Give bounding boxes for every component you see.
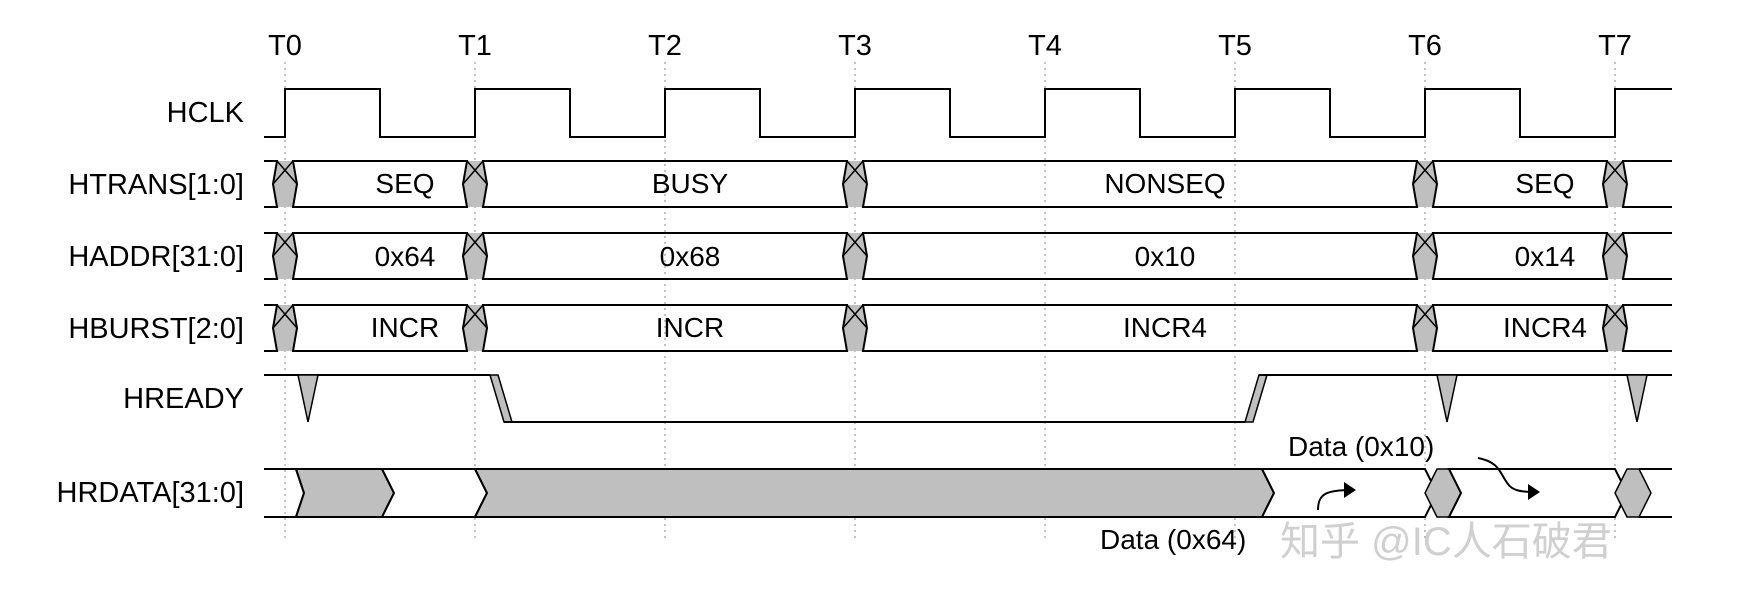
time-marker-t2: T2 <box>648 30 682 62</box>
htrans-transition-edge <box>462 160 484 208</box>
haddr-transition-edge <box>842 232 864 280</box>
htrans-transition <box>1603 161 1627 207</box>
time-marker-t3: T3 <box>838 30 872 62</box>
htrans-transition-edge <box>846 160 868 208</box>
haddr-transition-edge <box>1602 232 1624 280</box>
haddr-transition <box>1413 233 1437 279</box>
htrans-transition-edge <box>842 160 864 208</box>
haddr-transition <box>273 233 297 279</box>
htrans-transition-edge <box>1412 160 1434 208</box>
htrans-transition <box>273 161 297 207</box>
haddr-values: 0x64 0x68 0x10 0x14 <box>375 241 1576 272</box>
time-marker-t4: T4 <box>1028 30 1062 62</box>
watermark-text: 知乎 @IC人石破君 <box>1280 520 1612 564</box>
signal-label-hready: HREADY <box>123 383 244 415</box>
hburst-transition <box>1603 305 1627 351</box>
hburst-transition-edge <box>1412 304 1434 352</box>
hrdata-annotations: Data (0x10) Data (0x64) <box>1100 431 1540 555</box>
hburst-transition-edge <box>462 304 484 352</box>
bus-waveforms <box>264 160 1672 352</box>
hburst-values: INCR INCR INCR4 INCR4 <box>371 312 1587 343</box>
haddr-value: 0x10 <box>1135 241 1196 272</box>
time-marker-t7: T7 <box>1598 30 1632 62</box>
hburst-transition-edge <box>1602 304 1624 352</box>
haddr-transition-edge <box>846 232 868 280</box>
htrans-transition-edge <box>272 160 294 208</box>
arrow-0x64-head <box>1344 482 1356 498</box>
time-marker-t5: T5 <box>1218 30 1252 62</box>
haddr-transition-edge <box>1606 232 1628 280</box>
hburst-value: INCR4 <box>1503 312 1587 343</box>
arrow-0x10-path <box>1477 457 1535 493</box>
haddr-transition-edge <box>276 232 298 280</box>
arrow-0x10-head <box>1528 484 1540 500</box>
haddr-transition-edge <box>1416 232 1438 280</box>
haddr-transition <box>463 233 487 279</box>
htrans-transition <box>843 161 867 207</box>
hburst-transition-edge <box>1416 304 1438 352</box>
htrans-value: NONSEQ <box>1104 168 1225 199</box>
hburst-transition-edge <box>466 304 488 352</box>
time-marker-t0: T0 <box>268 30 302 62</box>
hburst-transition-edge <box>272 304 294 352</box>
htrans-transition-edge <box>1602 160 1624 208</box>
hburst-transition <box>1413 305 1437 351</box>
haddr-transition-edge <box>466 232 488 280</box>
signal-label-hclk: HCLK <box>167 97 245 129</box>
signal-label-hburst: HBURST[2:0] <box>68 313 244 345</box>
hburst-transition <box>463 305 487 351</box>
data-0x64-label: Data (0x64) <box>1100 524 1246 555</box>
haddr-value: 0x64 <box>375 241 436 272</box>
haddr-value: 0x14 <box>1515 241 1576 272</box>
hclk-waveform <box>264 88 1672 138</box>
time-marker-t6: T6 <box>1408 30 1442 62</box>
htrans-transition-edge <box>466 160 488 208</box>
hburst-value: INCR <box>656 312 724 343</box>
htrans-transition-edge <box>1416 160 1438 208</box>
hrdata-waveform <box>264 468 1672 518</box>
time-markers: T0 T1 T2 T3 T4 T5 T6 T7 <box>268 30 1632 62</box>
htrans-value: SEQ <box>1515 168 1574 199</box>
hburst-transition-edge <box>1606 304 1628 352</box>
hburst-value: INCR4 <box>1123 312 1207 343</box>
haddr-transition <box>1603 233 1627 279</box>
htrans-value: BUSY <box>652 168 729 199</box>
htrans-values: SEQ BUSY NONSEQ SEQ <box>375 168 1574 199</box>
htrans-value: SEQ <box>375 168 434 199</box>
haddr-transition-edge <box>272 232 294 280</box>
data-0x10-label: Data (0x10) <box>1288 431 1434 462</box>
signal-label-htrans: HTRANS[1:0] <box>68 169 244 201</box>
haddr-transition-edge <box>1412 232 1434 280</box>
hburst-transition <box>273 305 297 351</box>
hready-waveform <box>264 374 1672 423</box>
signal-labels: HCLK HTRANS[1:0] HADDR[31:0] HBURST[2:0]… <box>57 97 245 509</box>
htrans-transition <box>463 161 487 207</box>
haddr-transition <box>843 233 867 279</box>
time-marker-t1: T1 <box>458 30 492 62</box>
time-gridlines <box>284 62 1616 540</box>
signal-label-hrdata: HRDATA[31:0] <box>57 477 244 509</box>
haddr-value: 0x68 <box>660 241 721 272</box>
haddr-transition-edge <box>462 232 484 280</box>
hburst-value: INCR <box>371 312 439 343</box>
hburst-transition-edge <box>846 304 868 352</box>
signal-label-haddr: HADDR[31:0] <box>68 241 244 273</box>
hburst-transition <box>843 305 867 351</box>
htrans-transition-edge <box>276 160 298 208</box>
hburst-transition-edge <box>276 304 298 352</box>
htrans-transition <box>1413 161 1437 207</box>
hburst-transition-edge <box>842 304 864 352</box>
htrans-transition-edge <box>1606 160 1628 208</box>
